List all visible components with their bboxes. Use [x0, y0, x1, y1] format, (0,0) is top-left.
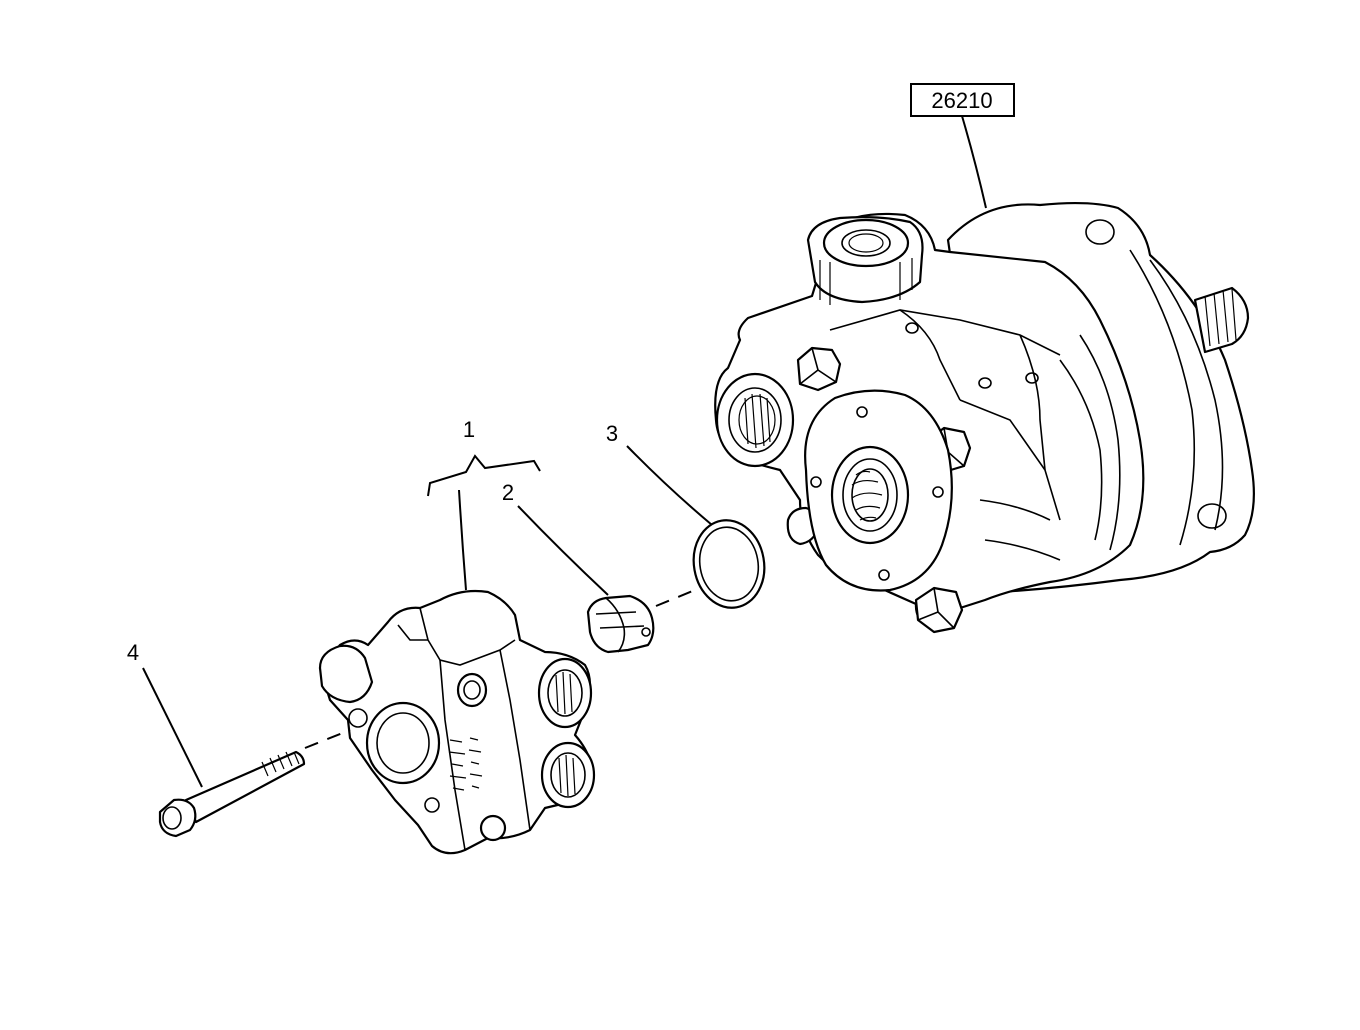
main-pump-housing	[714, 202, 1255, 634]
callout-4[interactable]: 4	[127, 640, 139, 665]
assembly-reference-label: 26210	[931, 88, 992, 113]
callout-2[interactable]: 2	[502, 480, 514, 505]
callout-3-leader	[626, 445, 713, 526]
o-ring-part	[692, 519, 766, 609]
assembly-reference[interactable]: 26210	[910, 83, 1015, 117]
callout-3[interactable]: 3	[606, 421, 618, 446]
pump-cover-part	[318, 589, 596, 855]
callout-1[interactable]: 1	[463, 417, 475, 442]
bolt-part	[158, 750, 306, 838]
axis-line-bolt-to-cover	[304, 729, 351, 749]
assembly-leader-line	[961, 115, 987, 209]
callout-1-leader	[458, 489, 467, 591]
coupling-key-part	[586, 594, 655, 654]
callout-4-leader	[142, 667, 203, 788]
callout-2-leader	[517, 505, 609, 596]
callout-1-bracket	[427, 454, 541, 497]
axis-line-key-to-oring	[655, 587, 701, 607]
